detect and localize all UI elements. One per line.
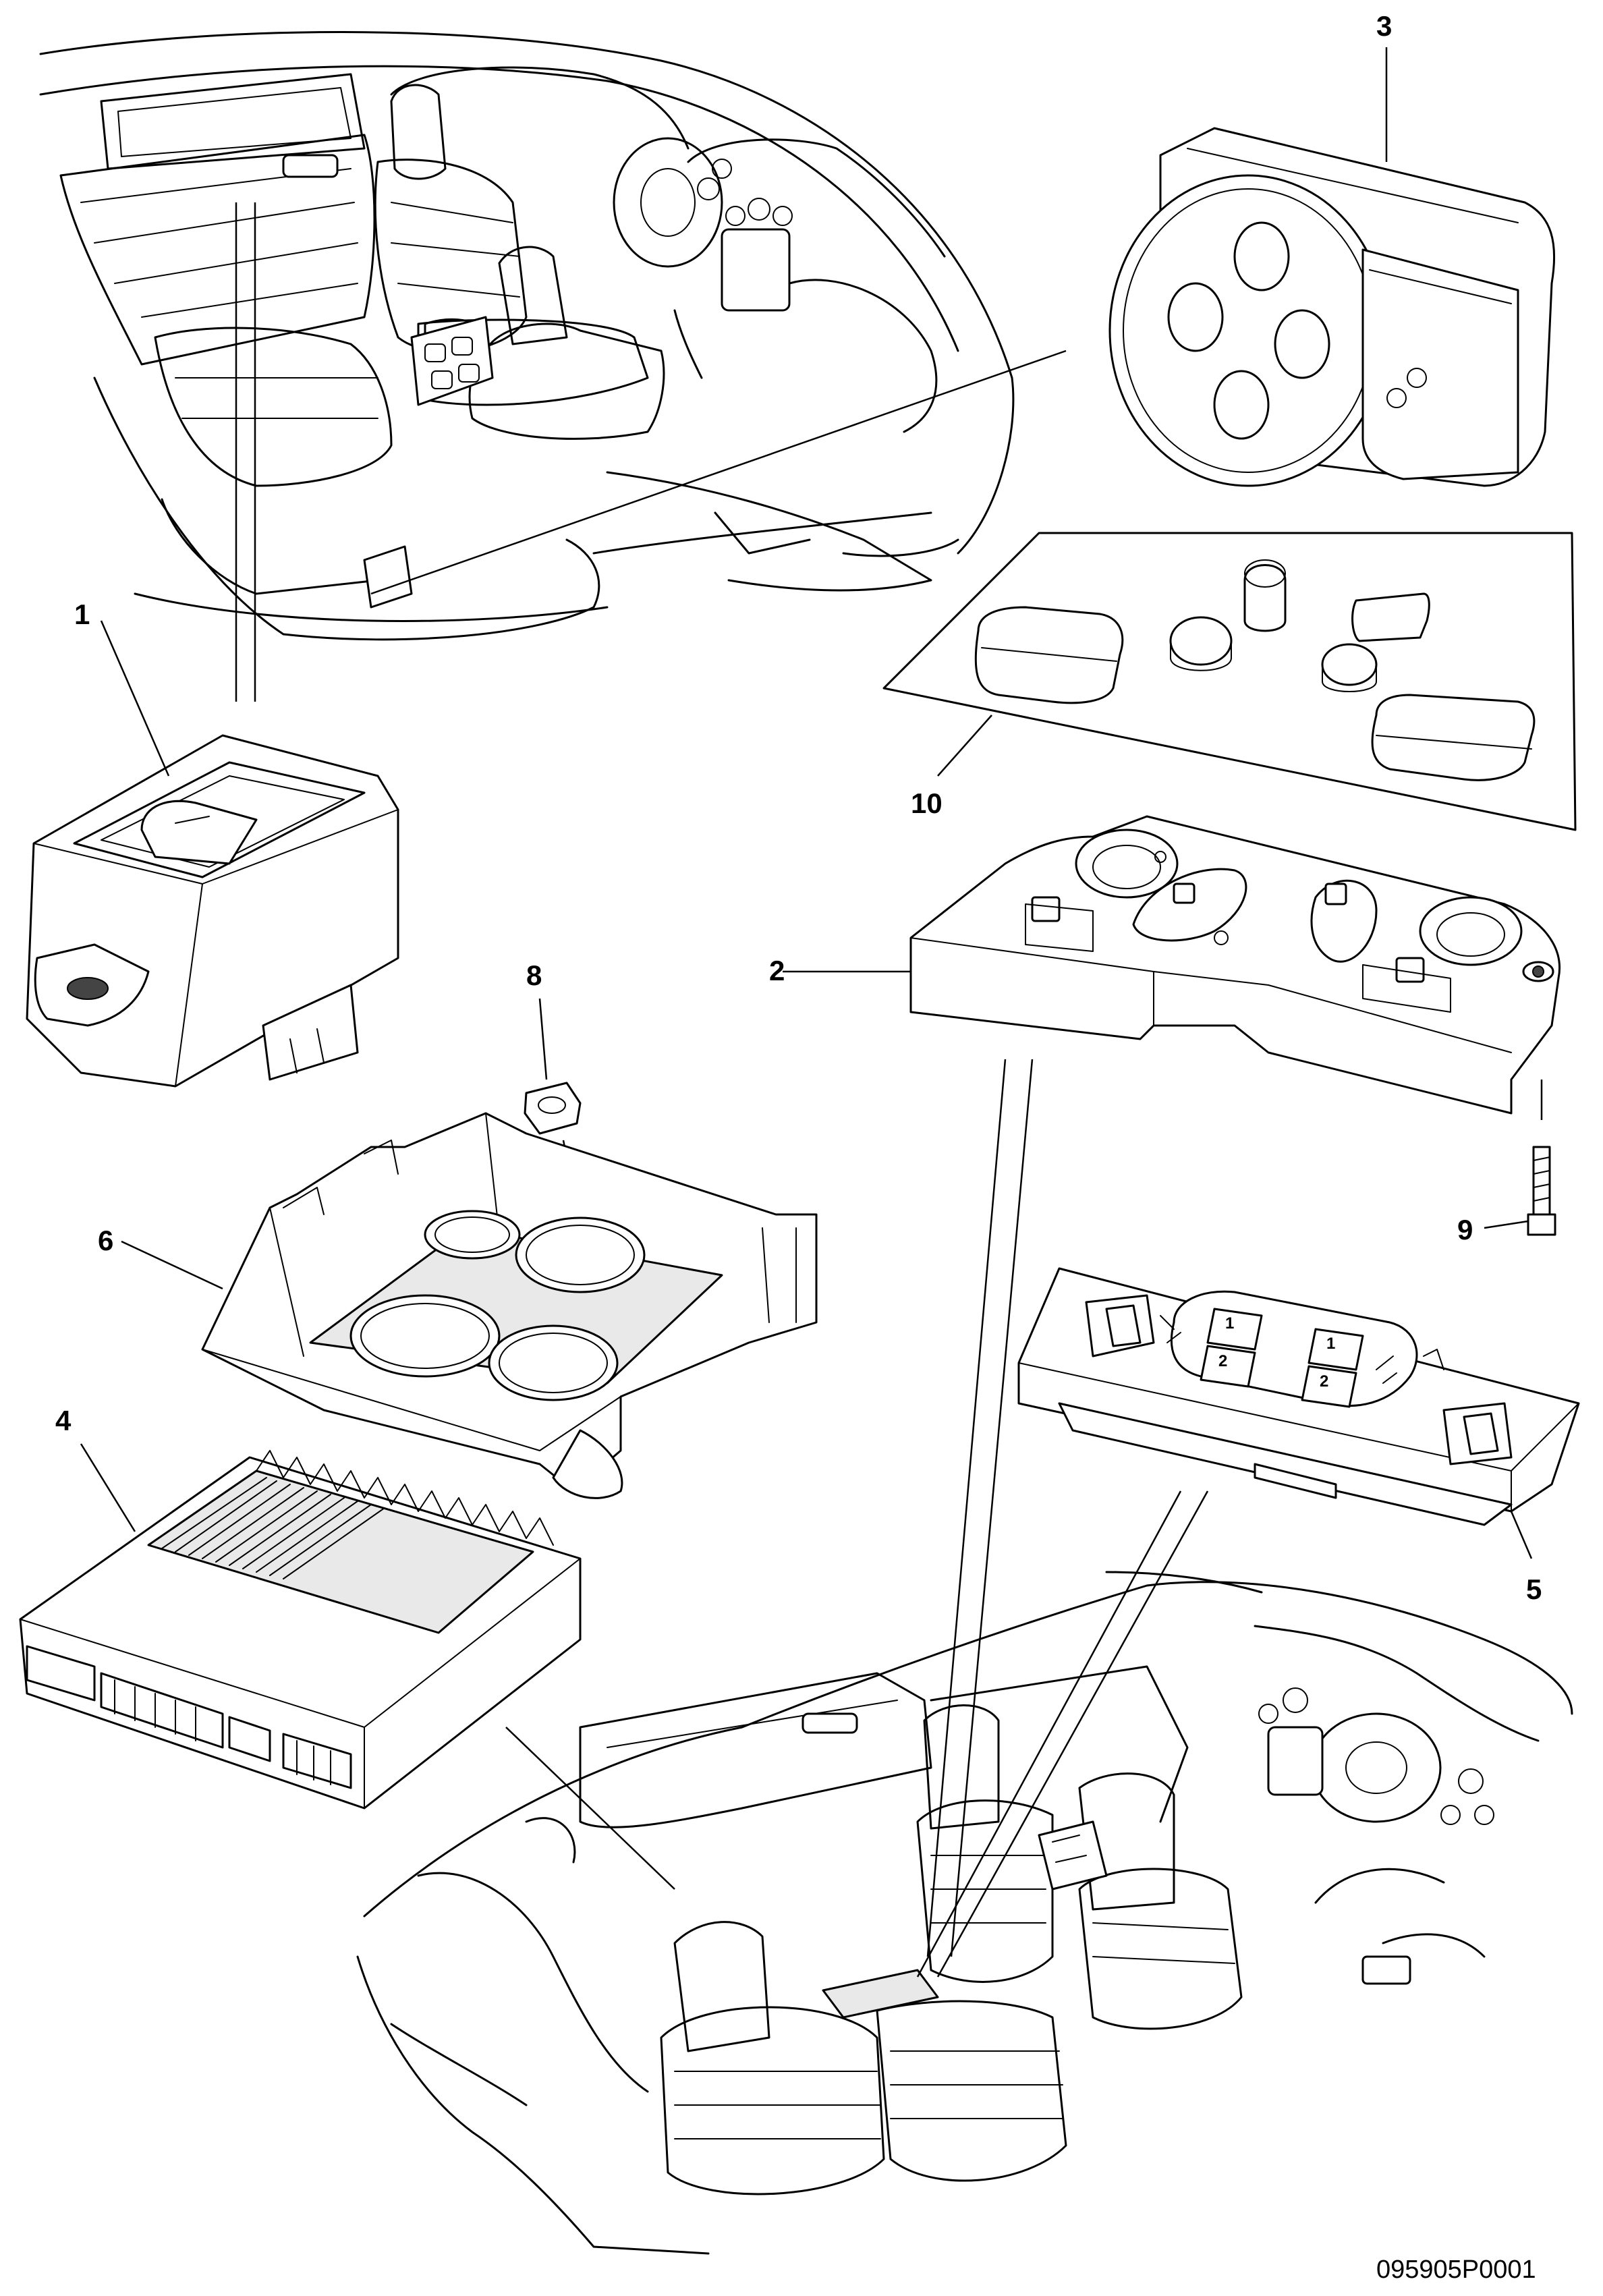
part-4-control-unit-illustration	[19, 1443, 582, 1810]
callout-6: 6	[98, 1225, 114, 1256]
door-seat-switch-pack-illustration	[410, 316, 494, 406]
switch-label-right-1: 1	[1326, 1335, 1336, 1353]
interior-rear-view-illustration	[39, 31, 1067, 702]
part-6-mounting-bracket-illustration	[121, 1112, 818, 1499]
part-1-relay-module-illustration	[26, 620, 399, 1088]
callout-4: 4	[55, 1405, 72, 1436]
callout-8: 8	[526, 959, 542, 991]
part-2-switch-housing-illustration	[783, 815, 1560, 1115]
callout-9: 9	[1457, 1214, 1473, 1245]
callout-5: 5	[1526, 1573, 1542, 1605]
drawing-reference-number: 095905P0001	[1376, 2256, 1536, 2284]
callout-10: 10	[911, 787, 943, 819]
callout-1: 1	[74, 598, 90, 630]
part-9-screw-illustration	[1484, 1080, 1556, 1236]
part-5-door-switch-panel-illustration	[1017, 1267, 1580, 1559]
switch-label-right-2: 2	[1320, 1372, 1329, 1391]
callout-3: 3	[1376, 10, 1393, 42]
callout-2: 2	[769, 955, 785, 986]
part-3-seat-module-illustration	[1108, 47, 1556, 487]
switch-label-left-1: 1	[1225, 1314, 1235, 1333]
interior-overhead-view-illustration	[356, 1059, 1573, 2255]
part-10-switch-knobs-illustration	[882, 532, 1577, 831]
switch-label-left-2: 2	[1218, 1352, 1228, 1370]
